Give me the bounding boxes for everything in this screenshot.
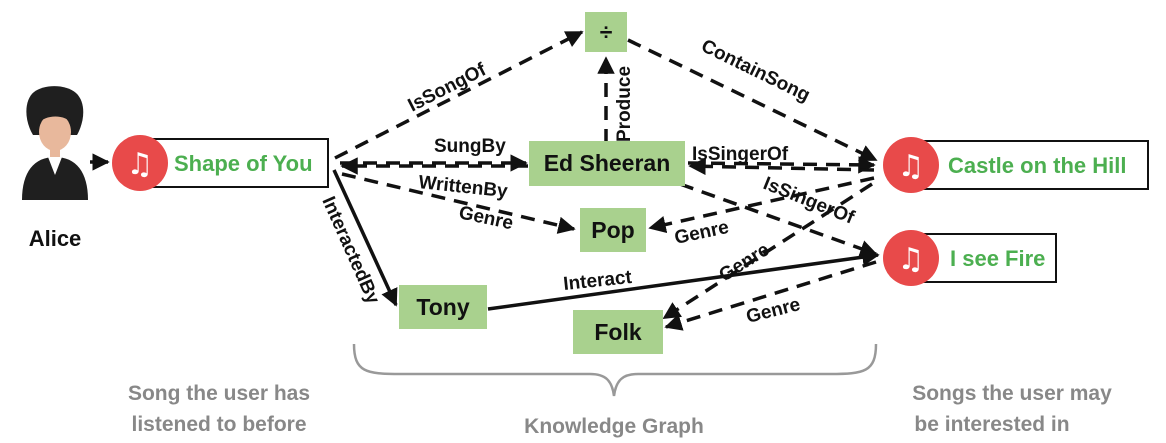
song-node-i-see-fire: ♫ I see Fire [883,230,1057,286]
entity-divide: ÷ [585,12,627,52]
caption-middle: Knowledge Graph [524,415,704,438]
edges [90,30,880,331]
song-box [917,140,1149,190]
song-title: I see Fire [950,246,1045,271]
label-writtenby: WrittenBy [417,172,509,202]
label-genre-pop-left: Genre [457,202,515,234]
entity-folk: Folk [573,310,663,354]
entity-tony-label: Tony [416,294,469,320]
edge-interact [487,248,880,311]
captions: Song the user has listened to before Kno… [128,382,1112,438]
edge-genre-castle-pop [648,176,875,234]
label-issongof: IsSongOf [405,59,490,116]
song-box [917,233,1057,283]
label-issingerof-upper: IsSingerOf [692,144,789,165]
label-produce: Produce [614,66,635,142]
user-icon [22,86,88,200]
caption-left-line2: listened to before [131,413,306,436]
edge-interactedby [332,169,398,307]
entity-pop-label: Pop [591,217,634,243]
caption-left-line1: Song the user has [128,382,310,405]
knowledge-graph-brace [352,343,878,397]
song-box [145,138,329,188]
edge-issongof [334,30,584,160]
label-interactedby: InteractedBy [317,193,383,307]
entity-folk-label: Folk [594,319,641,345]
entity-ed-sheeran-label: Ed Sheeran [544,150,671,176]
song-node-shape-of-you: ♫ Shape of You [112,135,329,191]
song-node-castle-on-the-hill: ♫ Castle on the Hill [883,137,1149,193]
song-title: Shape of You [174,151,313,176]
edge-genre-fire-folk [664,260,877,331]
edge-castle-to-ed [688,157,875,176]
music-note-icon [883,137,939,193]
caption-right-line1: Songs the user may [912,382,1112,405]
entity-tony: Tony [399,285,487,329]
music-note-glyph: ♫ [127,147,154,182]
music-note-glyph: ♫ [898,149,925,184]
label-genre-folk-upper: Genre [716,239,774,286]
entity-pop: Pop [580,208,646,252]
edge-genre-song-pop [341,172,576,234]
music-note-icon [883,230,939,286]
label-containsong: ContainSong [698,36,813,107]
edge-issingerof-fire [679,182,878,257]
user-name: Alice [29,226,82,251]
music-note-icon [112,135,168,191]
edge-genre-castle-folk [662,182,873,320]
edge-issingerof-castle [687,156,876,174]
music-note-glyph: ♫ [898,242,925,277]
label-sungby: SungBy [434,136,506,157]
entity-ed-sheeran: Ed Sheeran [529,141,685,186]
song-title: Castle on the Hill [948,153,1126,178]
entity-divide-label: ÷ [600,19,613,45]
user-alice: Alice [22,86,88,251]
caption-right-line2: be interested in [914,413,1069,436]
